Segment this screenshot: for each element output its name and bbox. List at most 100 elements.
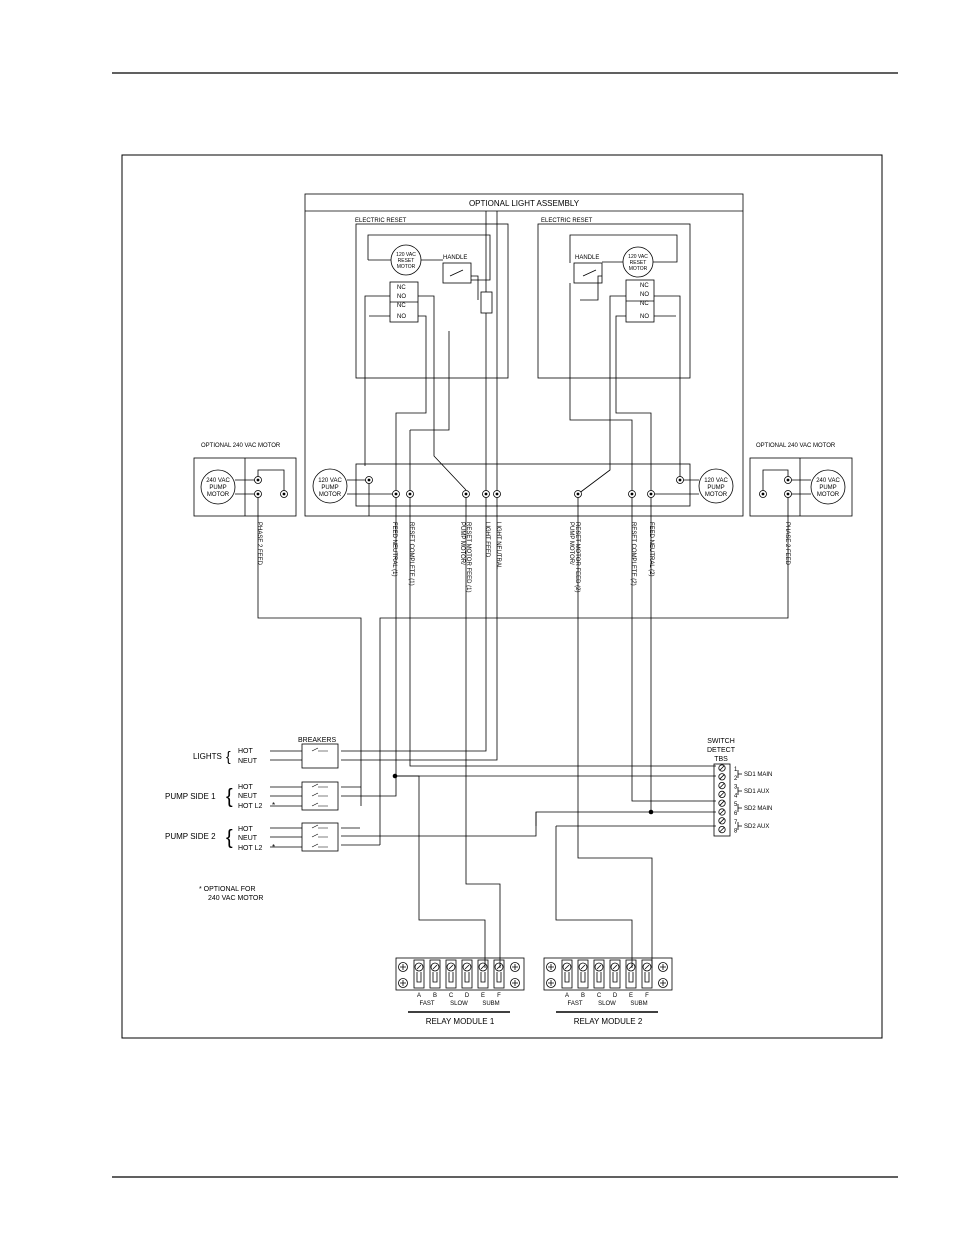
contact-right-2: NO xyxy=(640,292,649,298)
sd-terminal-number: 3 xyxy=(734,785,738,791)
pump-120-right-2: PUMP xyxy=(707,485,724,491)
pump-240-right-3: MOTOR xyxy=(817,492,840,498)
reset-motor-text-right-1: 120 VAC xyxy=(628,254,648,260)
lights-neut: NEUT xyxy=(238,758,258,765)
handle-label-left: HANDLE xyxy=(443,255,467,261)
sd-label-4: SD2 AUX xyxy=(744,824,769,830)
light-neutral-label: LIGHT NEUTRAL xyxy=(495,522,501,570)
switch-detect-title-2: DETECT xyxy=(707,747,736,754)
sd-terminal-number: 7 xyxy=(734,820,738,826)
relay-group-label: SLOW xyxy=(450,1001,468,1007)
pump-240-right-1: 240 VAC xyxy=(816,478,840,484)
reset-box-right xyxy=(537,223,691,379)
sd-terminal-number: 6 xyxy=(734,811,738,817)
light-switch xyxy=(480,291,493,314)
reset-title-right: ELECTRIC RESET xyxy=(541,218,593,224)
pump2-hot-l2: HOT L2 xyxy=(238,845,262,852)
pump-feed-1-label-b: RESET MOTOR FEED (1) xyxy=(465,522,471,592)
relay-group-label: FAST xyxy=(567,1001,582,1007)
sd-terminal-number: 1 xyxy=(734,767,738,773)
pump1-brace: { xyxy=(226,786,233,808)
pump-240-left-1: 240 VAC xyxy=(206,478,230,484)
sd-terminal-number: 2 xyxy=(734,776,738,782)
pump-240-left-3: MOTOR xyxy=(207,492,230,498)
reset-motor-text-right-3: MOTOR xyxy=(629,266,648,272)
switch-detect-title-1: SWITCH xyxy=(707,738,735,745)
breakers-title: BREAKERS xyxy=(298,737,336,744)
pump1-neut: NEUT xyxy=(238,793,258,800)
feed-neutral-2-label: FEED NEUTRAL (2) xyxy=(648,522,654,576)
relay-group-label: FAST xyxy=(419,1001,434,1007)
pump-side-2-label: PUMP SIDE 2 xyxy=(165,832,216,841)
reset-motor-text-right-2: RESET xyxy=(630,260,647,266)
pump-feed-2-label-b: RESET MOTOR FEED (2) xyxy=(574,522,580,592)
reset-complete-2-label: RESET COMPLETE (2) xyxy=(630,522,636,586)
phase2-left-label: PHASE 2 FEED xyxy=(256,522,262,566)
reset-motor-text-left-2: RESET xyxy=(398,258,415,264)
relay-letter: A xyxy=(417,993,421,999)
pump-120-left-3: MOTOR xyxy=(319,492,342,498)
sd-terminal-number: 4 xyxy=(734,793,738,799)
contact-left-4: NO xyxy=(397,314,406,320)
handle-switch-left xyxy=(442,262,472,284)
feed-neutral-1-label: FEED NEUTRAL (1) xyxy=(391,522,397,576)
sd-label-1: SD1 MAIN xyxy=(744,772,772,778)
lights-label: LIGHTS xyxy=(193,752,222,761)
reset-title-left: ELECTRIC RESET xyxy=(355,218,407,224)
pump-120-right-3: MOTOR xyxy=(705,492,728,498)
terminal-strip xyxy=(355,463,691,507)
reset-motor-text-left-3: MOTOR xyxy=(397,264,416,270)
lights-hot: HOT xyxy=(238,748,254,755)
relay-letter: C xyxy=(449,993,454,999)
pump-feed-1-label-a: PUMP MOTOR/ xyxy=(459,522,465,565)
relay-group-label: SUBM xyxy=(482,1001,499,1007)
note-line-1: * OPTIONAL FOR xyxy=(199,886,256,893)
pump2-hot: HOT xyxy=(238,826,254,833)
light-feed-label: LIGHT FEED xyxy=(484,522,490,558)
relay-letter: F xyxy=(497,993,501,999)
contact-right-3: NC xyxy=(640,301,649,307)
pump1-hot-l2: HOT L2 xyxy=(238,803,262,810)
sd-terminal-number: 8 xyxy=(734,829,738,835)
relay-letter: F xyxy=(645,993,649,999)
relay-letter: D xyxy=(465,993,470,999)
sd-terminal-number: 5 xyxy=(734,802,738,808)
relay-group-label: SLOW xyxy=(598,1001,616,1007)
switch-detect-block xyxy=(713,763,731,837)
contact-left-3: NC xyxy=(397,303,406,309)
figure-frame xyxy=(121,154,883,1039)
pump-motor-240-left xyxy=(200,469,236,505)
lights-brace: { xyxy=(226,748,231,764)
relay-letter: E xyxy=(481,993,485,999)
pump-240-left-2: PUMP xyxy=(209,485,226,491)
relay-letter: C xyxy=(597,993,602,999)
reset-motor-text-left-1: 120 VAC xyxy=(396,252,416,258)
light-assembly-box xyxy=(304,193,744,517)
assembly-title: OPTIONAL LIGHT ASSEMBLY xyxy=(469,199,580,208)
optional-motor-right xyxy=(749,457,853,517)
switch-detect-title-3: TBS xyxy=(714,756,728,763)
pump-motor-120-left xyxy=(312,468,348,504)
contact-left-2: NO xyxy=(397,294,406,300)
pump2-neut: NEUT xyxy=(238,835,258,842)
pump-120-right-1: 120 VAC xyxy=(704,478,728,484)
pump1-asterisk: * xyxy=(272,801,275,810)
pump1-hot: HOT xyxy=(238,784,254,791)
relay-group-label: SUBM xyxy=(630,1001,647,1007)
sd-label-3: SD2 MAIN xyxy=(744,806,772,812)
optional-motor-label-right: OPTIONAL 240 VAC MOTOR xyxy=(756,443,836,449)
pump-120-left-2: PUMP xyxy=(321,485,338,491)
relay-letter: B xyxy=(433,993,437,999)
phase2-right-label: PHASE 2 FEED xyxy=(784,522,790,566)
handle-label-right: HANDLE xyxy=(575,255,599,261)
pump-side-1-label: PUMP SIDE 1 xyxy=(165,792,216,801)
relay-module xyxy=(395,957,525,991)
relay-letter: E xyxy=(629,993,633,999)
pump-120-left-1: 120 VAC xyxy=(318,478,342,484)
optional-motor-label-left: OPTIONAL 240 VAC MOTOR xyxy=(201,443,281,449)
relay-module-title: RELAY MODULE 2 xyxy=(574,1017,643,1026)
contact-left-1: NC xyxy=(397,285,406,291)
sd-label-2: SD1 AUX xyxy=(744,789,769,795)
pump-motor-120-right xyxy=(698,468,734,504)
